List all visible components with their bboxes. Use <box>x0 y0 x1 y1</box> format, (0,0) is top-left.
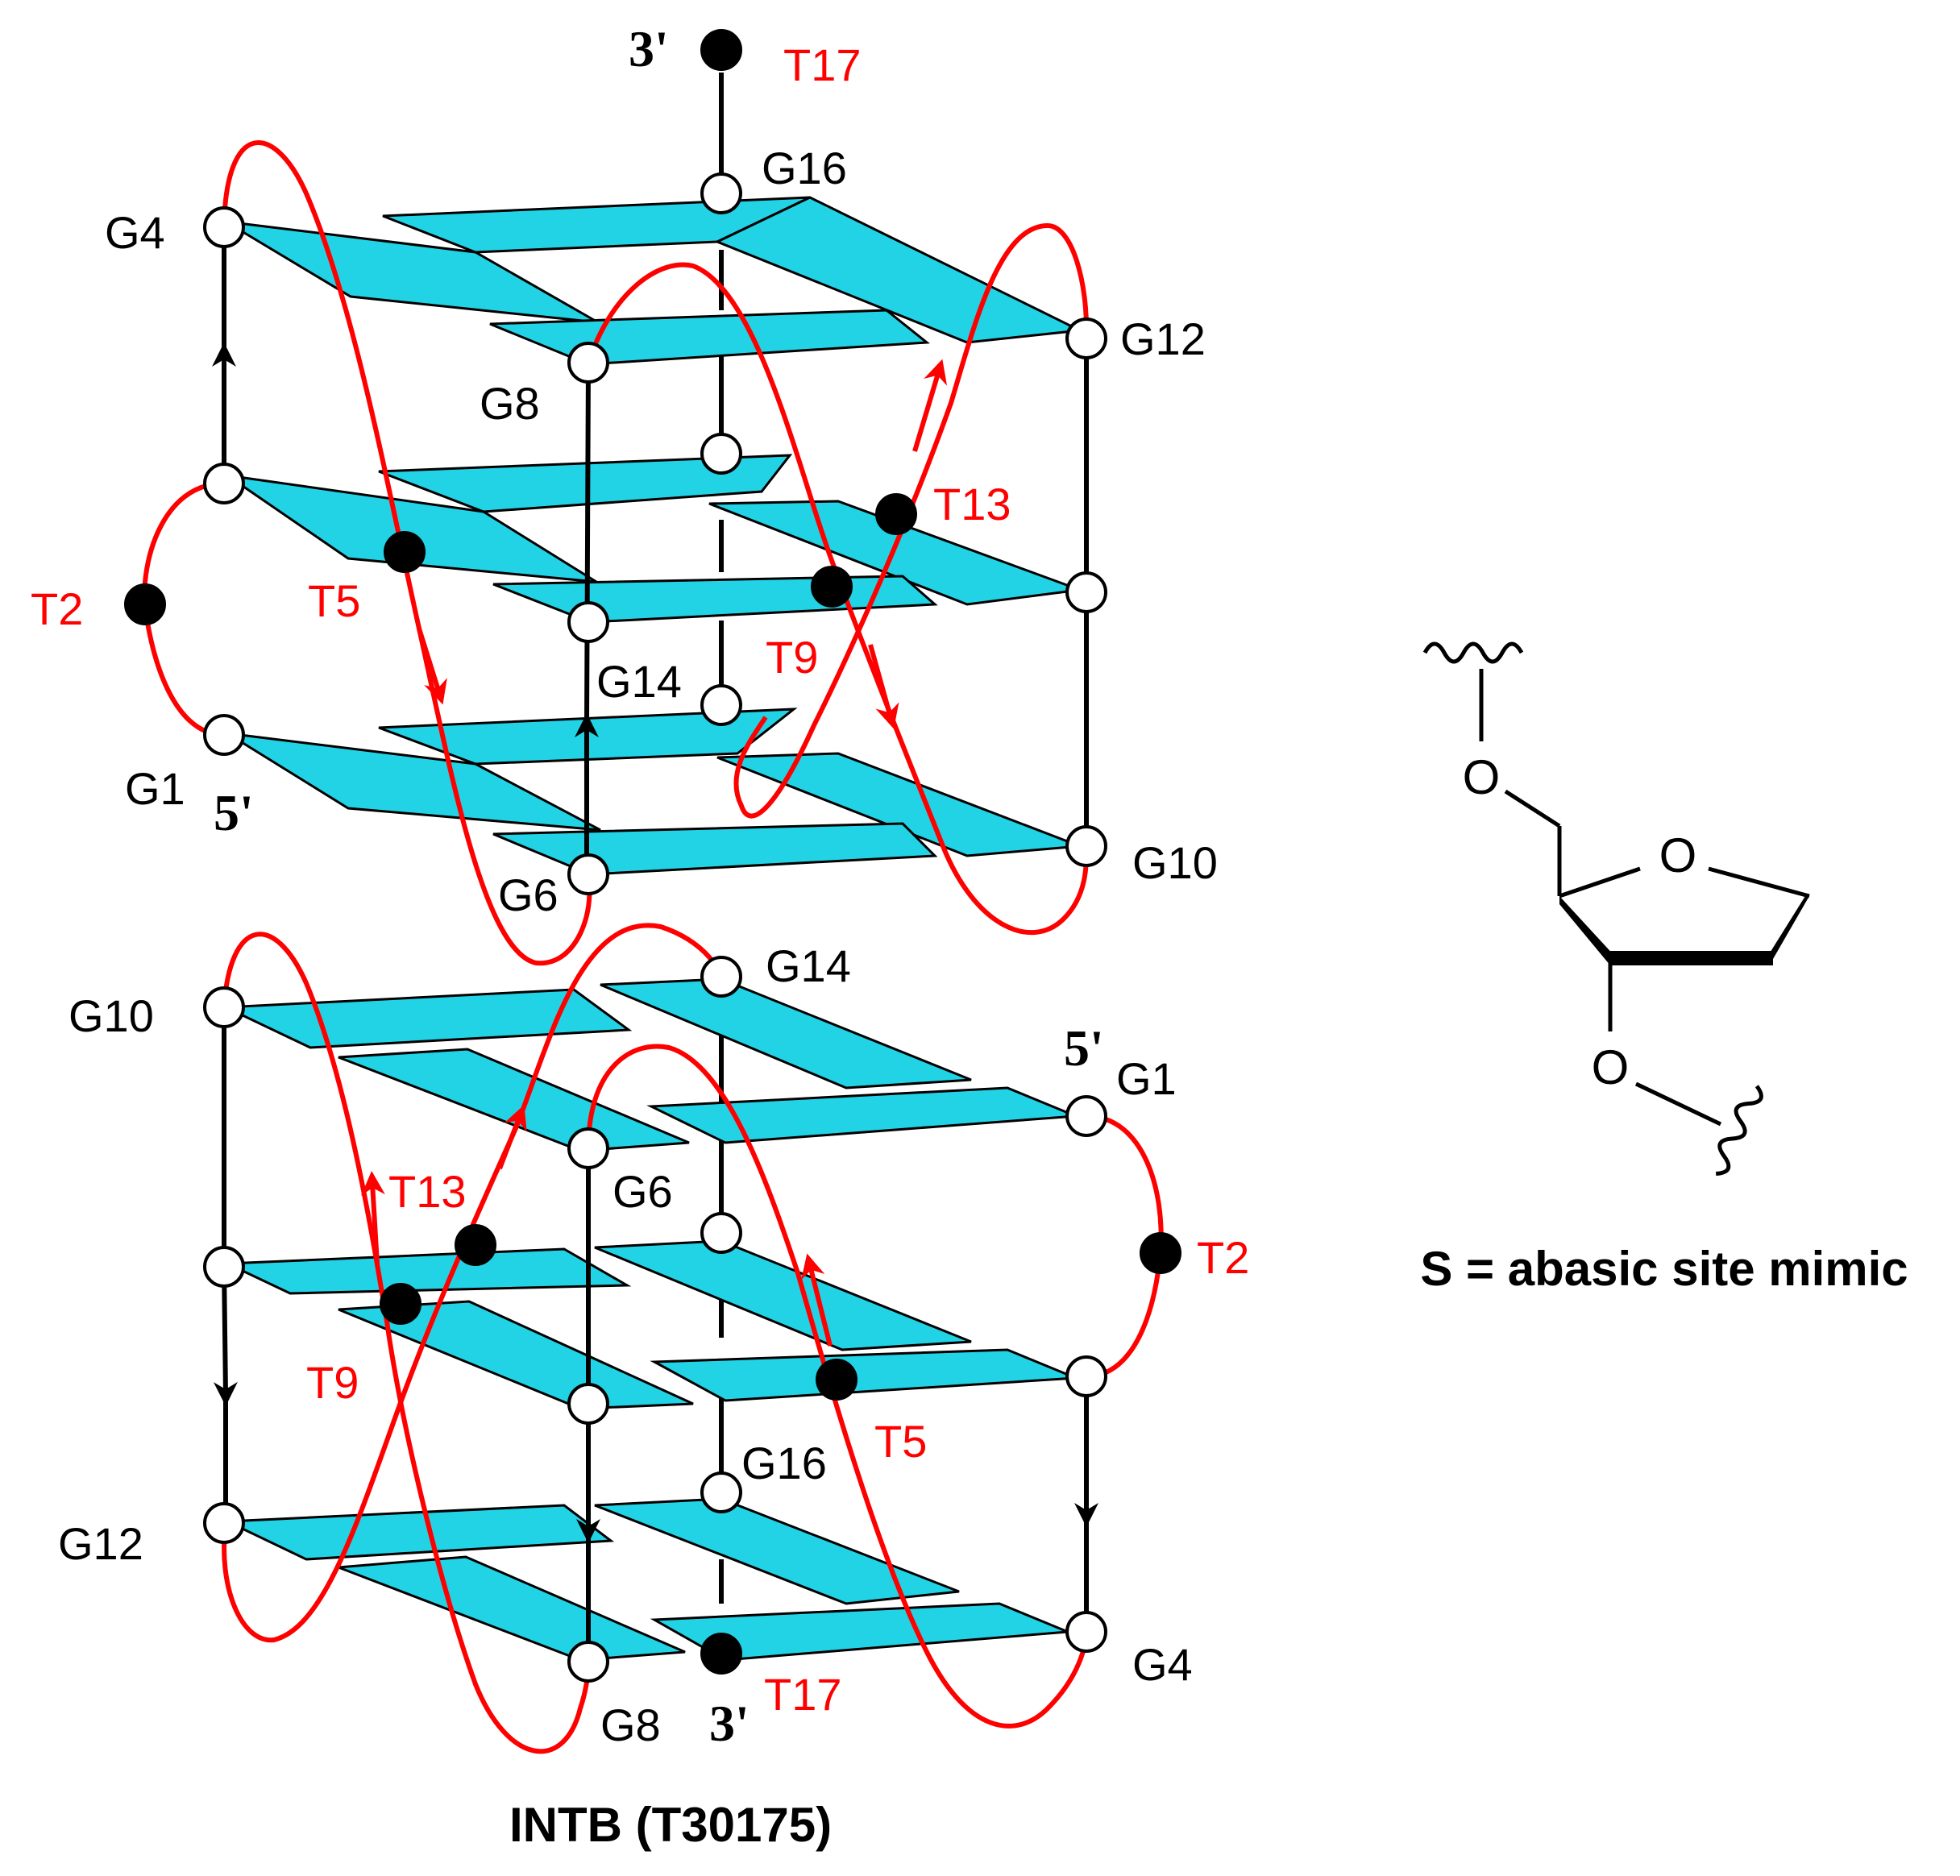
bottom-node-T5 <box>816 1359 858 1401</box>
bottom-labels: G14 G10 5' G1 T13 G6 T2 T9 T5 G16 G12 G4… <box>58 940 1249 1752</box>
top-node-T13 <box>875 493 917 535</box>
bottom-label-G4: G4 <box>1132 1639 1193 1690</box>
bottom-label-T13: T13 <box>388 1166 467 1217</box>
bottom-label-T17: T17 <box>764 1669 842 1720</box>
bottom-loop-T5 <box>586 1044 1089 1729</box>
bottom-node-G8 <box>567 1641 609 1683</box>
top-label-G12: G12 <box>1120 313 1206 364</box>
top-node-G4 <box>203 206 245 248</box>
bottom-label-G12: G12 <box>58 1518 143 1569</box>
bottom-quadruplex: G14 G10 5' G1 T13 G6 T2 T9 T5 G16 G12 G4… <box>58 923 1249 1754</box>
top-node-G1-tier2 <box>203 463 245 504</box>
top-3prime: 3' <box>629 20 669 77</box>
bottom-loop-T13 <box>222 923 724 1643</box>
top-label-T2: T2 <box>31 583 83 634</box>
bottom-node-tier2-left <box>203 1246 245 1288</box>
five-prime-oxygen: O <box>1463 750 1501 804</box>
top-quadruplex: 3' T17 G16 G4 G12 G8 T13 T2 T5 T9 G14 G1… <box>31 20 1218 966</box>
top-label-G6: G6 <box>498 870 559 920</box>
top-node-G16 <box>700 172 742 214</box>
bottom-tier-3-plates <box>226 1497 1069 1662</box>
diagram-caption: INTB (T30175) <box>509 1798 832 1852</box>
bottom-node-T17 <box>700 1633 742 1675</box>
top-label-T17: T17 <box>783 39 862 90</box>
top-label-G8: G8 <box>480 378 540 429</box>
wedge-left <box>1559 896 1616 965</box>
bottom-3prime: 3' <box>709 1695 750 1752</box>
bottom-node-G16 <box>700 1471 742 1513</box>
bottom-node-back-2 <box>700 1212 742 1254</box>
bottom-node-T9 <box>380 1283 421 1325</box>
top-node-back-2 <box>700 433 742 475</box>
bottom-5prime: 5' <box>1064 1019 1104 1077</box>
bottom-loop-T9 <box>222 932 591 1754</box>
top-loop-T9 <box>586 262 1090 935</box>
bottom-node-tier2-front <box>567 1383 609 1425</box>
bottom-tier-1-plates <box>225 977 1077 1152</box>
top-label-G4: G4 <box>105 207 165 258</box>
bottom-label-G1: G1 <box>1116 1053 1177 1104</box>
top-label-G1: G1 <box>125 763 185 814</box>
top-label-T13: T13 <box>933 479 1011 529</box>
bottom-node-G6 <box>567 1127 609 1169</box>
bottom-nodes <box>203 956 1181 1683</box>
legend-label: S = abasic site mimic <box>1420 1242 1908 1296</box>
bottom-label-T9: T9 <box>306 1357 359 1408</box>
bottom-label-G10: G10 <box>69 990 154 1041</box>
top-tier-3-plates <box>226 708 1081 876</box>
bottom-label-T2: T2 <box>1197 1232 1249 1283</box>
bottom-wavy-bond <box>1715 1085 1763 1176</box>
top-loop-T5 <box>222 140 592 966</box>
top-node-G10 <box>1065 825 1107 867</box>
bottom-node-T2 <box>1140 1232 1181 1274</box>
abasic-site-structure: O O O <box>1422 641 1810 1176</box>
top-loops <box>142 140 1090 966</box>
top-5prime: 5' <box>214 784 254 841</box>
ring-oxygen: O <box>1659 828 1697 882</box>
ring-bold-bond <box>1610 951 1773 965</box>
top-label-T5: T5 <box>308 575 360 626</box>
bottom-label-T5: T5 <box>874 1416 927 1467</box>
bottom-node-tier2-right <box>1065 1355 1107 1397</box>
top-labels: 3' T17 G16 G4 G12 G8 T13 T2 T5 T9 G14 G1… <box>31 20 1218 920</box>
top-nodes <box>124 29 1107 895</box>
top-node-T17 <box>700 29 742 71</box>
bottom-label-G8: G8 <box>600 1700 661 1750</box>
bottom-node-T13 <box>455 1224 496 1266</box>
bottom-label-G14: G14 <box>766 940 851 991</box>
bottom-node-G12 <box>203 1502 245 1544</box>
top-label-G10: G10 <box>1132 837 1218 888</box>
top-node-T2 <box>124 583 166 625</box>
top-wavy-bond <box>1422 641 1524 664</box>
top-node-G12 <box>1065 318 1107 359</box>
top-label-G16: G16 <box>762 143 847 193</box>
top-node-T9 <box>811 566 853 608</box>
three-prime-oxygen: O <box>1592 1040 1630 1094</box>
top-node-G8 <box>567 342 609 384</box>
top-node-G14 <box>567 601 609 643</box>
top-loop-T13 <box>733 222 1090 819</box>
bottom-front-strands <box>213 1007 1098 1662</box>
top-node-G10-tier2 <box>1065 571 1107 613</box>
top-node-G1 <box>203 714 245 756</box>
bottom-node-G14 <box>700 956 742 998</box>
bottom-node-G10 <box>203 986 245 1028</box>
bottom-label-G16: G16 <box>741 1438 827 1488</box>
bottom-label-G6: G6 <box>612 1166 673 1217</box>
top-node-T5 <box>384 531 426 573</box>
top-node-back-3 <box>700 684 742 726</box>
bottom-node-G1 <box>1065 1095 1107 1137</box>
top-node-G6 <box>567 853 609 895</box>
wedge-right <box>1765 896 1809 961</box>
bottom-node-G4 <box>1065 1611 1107 1653</box>
top-label-T9: T9 <box>766 632 818 683</box>
top-label-G14: G14 <box>596 656 682 707</box>
